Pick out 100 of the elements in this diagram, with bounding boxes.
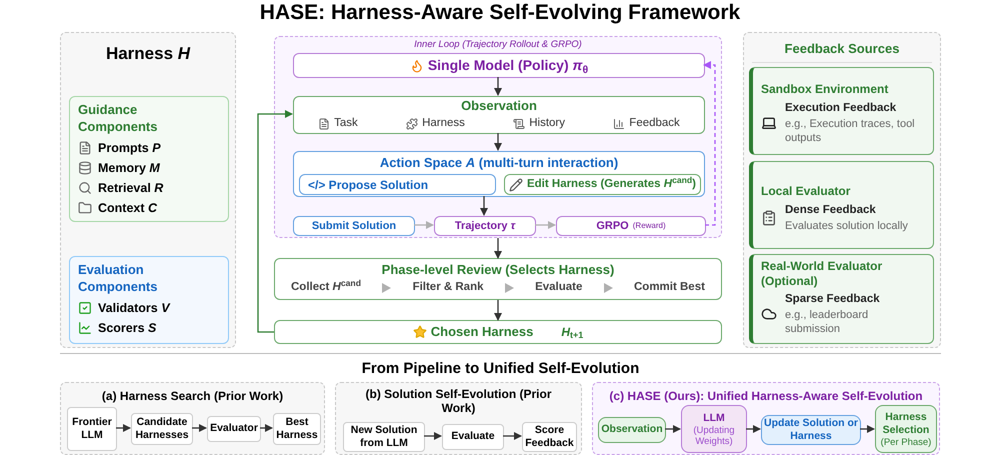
box-label: New Solution from LLM xyxy=(350,424,418,450)
panel-title: Inner Loop (Trajectory Rollout & GRPO) xyxy=(413,38,583,52)
panel-title: (b) Solution Self-Evolution (Prior Work) xyxy=(364,386,552,415)
arrow xyxy=(503,432,522,440)
comparison-panel xyxy=(592,382,940,455)
box-note: (Updating Weights) xyxy=(692,424,736,446)
step-box xyxy=(681,405,747,453)
box-label: Evaluate xyxy=(451,429,495,444)
model-box xyxy=(293,53,705,78)
source-card xyxy=(749,67,934,155)
source-card xyxy=(749,254,934,344)
arrow xyxy=(494,300,502,321)
observation-item: Harness xyxy=(422,116,465,131)
box-label: Update Solution or Harness xyxy=(764,417,858,443)
observation-item: Feedback xyxy=(629,116,680,131)
arrow xyxy=(746,425,761,433)
box-label: Trajectory τ xyxy=(454,218,516,234)
component-item: Retrieval R xyxy=(98,180,164,197)
harness-panel xyxy=(60,32,236,348)
box-heading: Phase-level Review (Selects Harness) xyxy=(382,261,614,279)
arrow xyxy=(116,424,131,432)
arrow xyxy=(494,238,502,259)
review-box xyxy=(274,258,722,300)
box-label: Frontier LLM xyxy=(71,416,113,442)
card-text: Execution Feedback xyxy=(785,101,898,116)
arrow xyxy=(494,133,502,151)
component-item: Context C xyxy=(98,200,158,217)
component-item: Memory M xyxy=(98,160,160,177)
math-symbol: H$_{t+1}$ xyxy=(561,324,584,341)
box-label: Harness Selection xyxy=(882,410,930,436)
observation-box xyxy=(293,96,705,134)
box-note: (Reward) xyxy=(632,220,666,232)
box-label: Chosen Harness xyxy=(430,323,534,342)
box-note: (Per Phase) xyxy=(880,436,932,448)
box-label: </> Propose Solution xyxy=(308,176,428,194)
step-box xyxy=(875,405,937,453)
arrow xyxy=(414,221,434,229)
step-box xyxy=(343,422,425,452)
step-box xyxy=(293,216,415,236)
action-box xyxy=(299,174,496,195)
review-step: Collect H$^{cand}$ xyxy=(291,279,361,296)
arrow xyxy=(260,424,273,432)
step-box xyxy=(556,216,706,236)
box-label: Evaluator xyxy=(210,421,258,436)
card-heading: Guidance Components xyxy=(78,101,158,135)
card-heading: Sandbox Environment xyxy=(761,81,890,98)
arrow xyxy=(665,425,681,433)
component-card xyxy=(69,256,229,344)
box-label: Best Harness xyxy=(276,416,318,442)
action-space-box xyxy=(293,151,705,197)
observation-item: History xyxy=(529,116,565,131)
comparison-panel xyxy=(335,382,582,455)
card-heading: Real-World Evaluator (Optional) xyxy=(761,259,884,289)
box-label: Single Model (Policy) π$_{θ}$ xyxy=(428,56,588,76)
box-label: Score Feedback xyxy=(525,424,574,450)
box-heading: Observation xyxy=(461,97,537,115)
box-heading: Action Space A (multi-turn interaction) xyxy=(378,154,620,172)
arrow xyxy=(257,110,293,333)
arrow xyxy=(494,77,502,96)
review-step: Evaluate xyxy=(535,279,582,296)
diagram-title: HASE: Harness-Aware Self-Evolving Framework xyxy=(258,0,742,26)
card-text: Dense Feedback xyxy=(785,203,877,218)
section-heading: From Pipeline to Unified Self-Evolution xyxy=(360,359,640,379)
arrow xyxy=(860,425,875,433)
box-label: Observation xyxy=(601,422,663,438)
panel-title: (c) HASE (Ours): Unified Harness-Aware Self-Evolution xyxy=(608,388,924,405)
step-box xyxy=(442,424,504,450)
arrow xyxy=(703,61,716,226)
panel-title: Feedback Sources xyxy=(752,33,932,62)
action-box xyxy=(504,174,701,195)
inner-loop-panel xyxy=(274,36,722,238)
box-label: Edit Harness (Generates H$^{cand}$) xyxy=(526,176,696,192)
step-box xyxy=(434,216,536,236)
card-heading: Evaluation Components xyxy=(78,261,158,295)
card-text: Sparse Feedback xyxy=(785,292,881,307)
feedback-panel xyxy=(743,32,941,348)
step-box xyxy=(207,416,261,442)
box-label: Submit Solution xyxy=(312,218,396,234)
source-card xyxy=(749,161,934,249)
review-step: Filter & Rank xyxy=(412,279,484,296)
step-box xyxy=(598,417,666,443)
arrow xyxy=(535,221,556,229)
description-text: e.g., Execution traces, tool outputs xyxy=(785,117,916,146)
box-label: Candidate Harnesses xyxy=(134,416,190,442)
step-box xyxy=(67,407,117,451)
component-item: Validators V xyxy=(98,300,170,317)
arrow xyxy=(192,424,207,432)
observation-item: Task xyxy=(334,116,358,131)
result-box xyxy=(274,320,722,344)
comparison-panel xyxy=(60,382,325,455)
box-label: LLM xyxy=(703,412,725,424)
card-heading: Local Evaluator xyxy=(761,183,852,200)
panel-title: (a) Harness Search (Prior Work) xyxy=(100,388,284,405)
panel-title: Harness H xyxy=(104,43,192,65)
description-text: e.g., leaderboard submission xyxy=(785,308,870,336)
box-label: GRPO xyxy=(596,218,629,234)
component-item: Scorers S xyxy=(98,320,156,337)
arrow xyxy=(424,432,442,440)
description-text: Evaluates solution locally xyxy=(785,219,908,234)
arrow xyxy=(480,196,488,216)
